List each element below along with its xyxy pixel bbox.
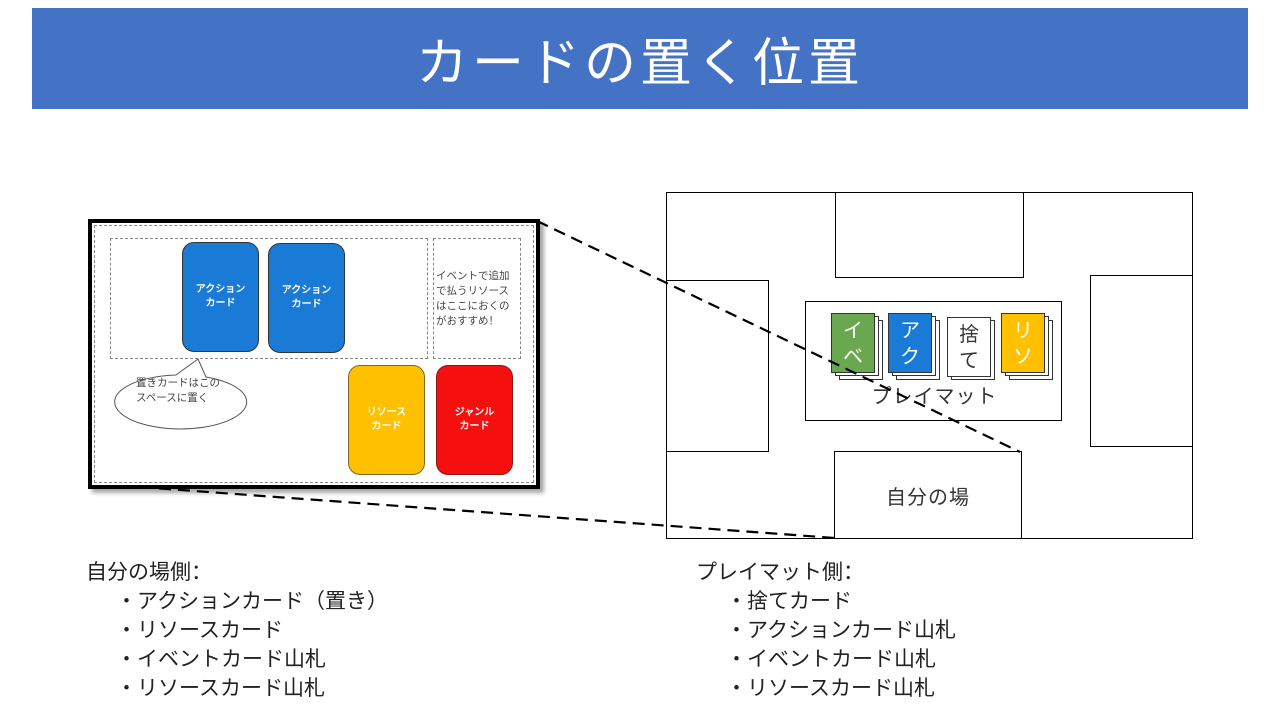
list-item: ・捨てカード xyxy=(726,589,852,613)
list-item: ・イベントカード山札 xyxy=(116,647,326,671)
playmat-label-wrap: プレイマット xyxy=(806,380,1063,409)
list-item: ・リソースカード山札 xyxy=(116,676,325,700)
list-item: ・アクションカード山札 xyxy=(726,618,956,642)
list-item: ・リソースカード山札 xyxy=(726,676,935,700)
playmat-side-heading: プレイマット側： xyxy=(696,560,864,584)
speech-bubble xyxy=(114,358,248,430)
title-bar: カードの置く位置 xyxy=(32,8,1248,109)
card-label: ジャンル カード xyxy=(454,407,495,432)
note-space xyxy=(433,238,521,359)
deck-label: 捨 xyxy=(959,322,979,346)
deck-label: リ xyxy=(1013,318,1033,342)
placed-card-space xyxy=(110,238,428,359)
own-side-list: 自分の場側： ・アクションカード（置き） ・リソースカード ・イベントカード山札… xyxy=(86,558,388,703)
slide-title: カードの置く位置 xyxy=(415,34,864,94)
resource-deck: リ ソ xyxy=(1001,313,1045,373)
card-label: アクション カード xyxy=(281,285,332,310)
own-side-heading: 自分の場側： xyxy=(86,560,212,584)
note-text: イベントで追加 で払うリソース はここにおくの がおすすめ！ xyxy=(436,270,510,327)
deck-label: ベ xyxy=(843,344,863,368)
list-item: ・リソースカード xyxy=(116,618,283,642)
opponent-area-top xyxy=(835,192,1024,278)
playmat-side-list: プレイマット側： ・捨てカード ・アクションカード山札 ・イベントカード山札 ・… xyxy=(696,558,956,703)
bubble-text: 置きカードはこの スペースに置く xyxy=(136,377,220,404)
deck-label: ソ xyxy=(1013,344,1033,368)
action-deck: ア ク xyxy=(888,313,932,373)
opponent-area-right xyxy=(1090,275,1193,447)
list-item: ・アクションカード（置き） xyxy=(116,589,388,613)
list-item: ・イベントカード山札 xyxy=(726,647,936,671)
event-deck: イ ベ xyxy=(831,313,875,373)
opponent-area-left xyxy=(666,280,769,452)
action-card-2: アクション カード xyxy=(268,243,345,353)
playmat-label: プレイマット xyxy=(871,384,998,408)
card-label: リソース カード xyxy=(366,407,407,432)
deck-label: イ xyxy=(843,318,863,342)
resource-card: リソース カード xyxy=(348,365,425,475)
deck-label: ク xyxy=(900,344,920,368)
own-area-label: 自分の場 xyxy=(886,484,970,509)
playmat: イ ベ ア ク 捨 て リ ソ プレイマット xyxy=(805,301,1062,421)
deck-label: ア xyxy=(900,318,920,342)
zoomed-own-area-panel: アクション カード アクション カード リソース カード ジャンル カード イベ… xyxy=(88,219,540,489)
own-area: 自分の場 xyxy=(834,451,1022,539)
card-label: アクション カード xyxy=(195,284,246,309)
deck-label: て xyxy=(959,348,979,372)
action-card-1: アクション カード xyxy=(182,242,259,352)
discard-pile: 捨 て xyxy=(947,317,991,377)
genre-card: ジャンル カード xyxy=(436,365,513,475)
panel-dotted-border xyxy=(94,225,534,483)
